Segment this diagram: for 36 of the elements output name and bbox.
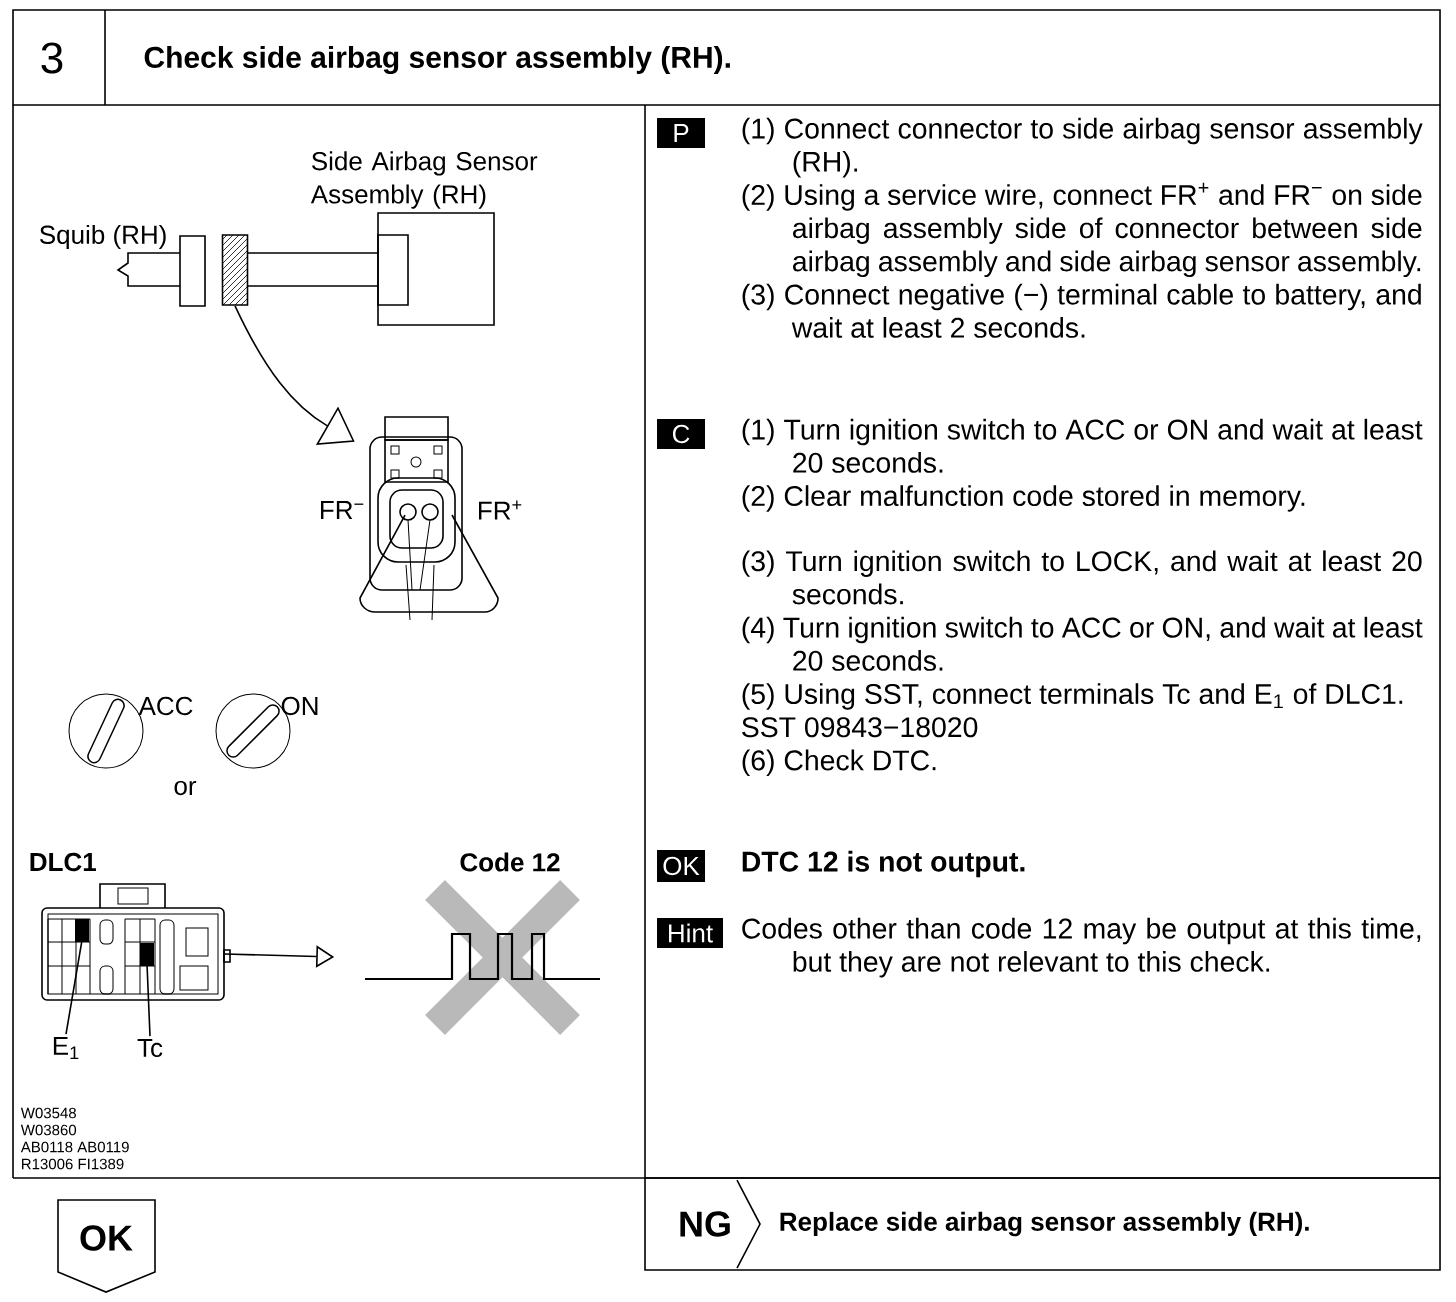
figure-code: W03548: [20, 1107, 76, 1119]
node-label: (2) Clear malfunction code stored in memory.: [742, 485, 1305, 512]
result-box: NG Replace side airbag sensor assembly (RH).: [644, 1177, 1441, 1271]
instruction-text: (1) Connect connector to side airbag sensor assembly (RH). (2) Using a service wire, connect FR$^{+}$ and FR$^{−}$ on side airbag assembly side of connector between side airbag assembly and side airbag sensor assembly. (3) Connect negative (−) terminal cable to battery, and wait at least 2 seconds.: [742, 117, 1423, 338]
part-label: Side Airbag Sensor Assembly (RH): [310, 151, 538, 209]
figure-code: W03860: [20, 1124, 77, 1136]
node-label: (4) Turn ignition switch to ACC or ON, and wait at least 20 seconds.: [742, 616, 1423, 671]
node-label: (3) Turn ignition switch to LOCK, and wait at least 20 seconds.: [742, 550, 1422, 605]
terminal-label: Tc: [137, 1038, 163, 1058]
tag-label: P: [657, 118, 705, 148]
part-label: Squib (RH): [40, 224, 166, 250]
instruction-text: DTC 12 is not output.: [742, 850, 1025, 878]
instruction-text: Codes other than code 12 may be output at this time, but they are not relevant to this check.: [742, 917, 1421, 978]
node-label: (5) Using SST, connect terminals Tc and E$_{1}$ of DLC1.: [742, 683, 1403, 710]
figure-code: R13006 FI1389: [22, 1158, 124, 1170]
figure-code: AB0118 AB0119: [20, 1141, 129, 1153]
position-label: ACC: [138, 696, 193, 716]
instruction-text: (1) Turn ignition switch to ACC or ON and wait at least 20 seconds. (2) Clear malfunction code stored in memory. (3) Turn ignition switch to LOCK, and wait at least 20 seconds. (4) Turn ignition switch to ACC or ON, and wait at least 20 seconds. (5) Using SST, connect terminals Tc and E$_{1}$ of DLC1. SST 09843−18020 (6) Check DTC.: [742, 418, 1423, 777]
tag-label: C: [657, 419, 705, 449]
node-label: (1) Turn ignition switch to ACC or ON and wait at least 20 seconds.: [742, 418, 1423, 473]
drawing-heading: Code 12: [460, 852, 560, 872]
drawing-heading: DLC1: [30, 852, 96, 872]
tag-label: Hint: [657, 918, 723, 948]
terminal-label: FR$^{+}$: [479, 500, 522, 520]
arrow: [234, 305, 355, 445]
terminal-label: FR$^{−}$: [321, 501, 364, 519]
tag-label: OK: [657, 850, 705, 882]
node-label: SST 09843−18020: [742, 717, 978, 738]
step-number: 3: [41, 42, 63, 74]
hatched-connector: [221, 234, 249, 306]
node-label: (6) Check DTC.: [742, 749, 936, 777]
position-label: ON: [281, 696, 318, 716]
result-box: OK: [57, 1199, 156, 1293]
terminal-label: E$_{1}$: [53, 1036, 79, 1060]
or-label: or: [174, 780, 197, 796]
title: Check side airbag sensor assembly (RH).: [144, 45, 730, 75]
